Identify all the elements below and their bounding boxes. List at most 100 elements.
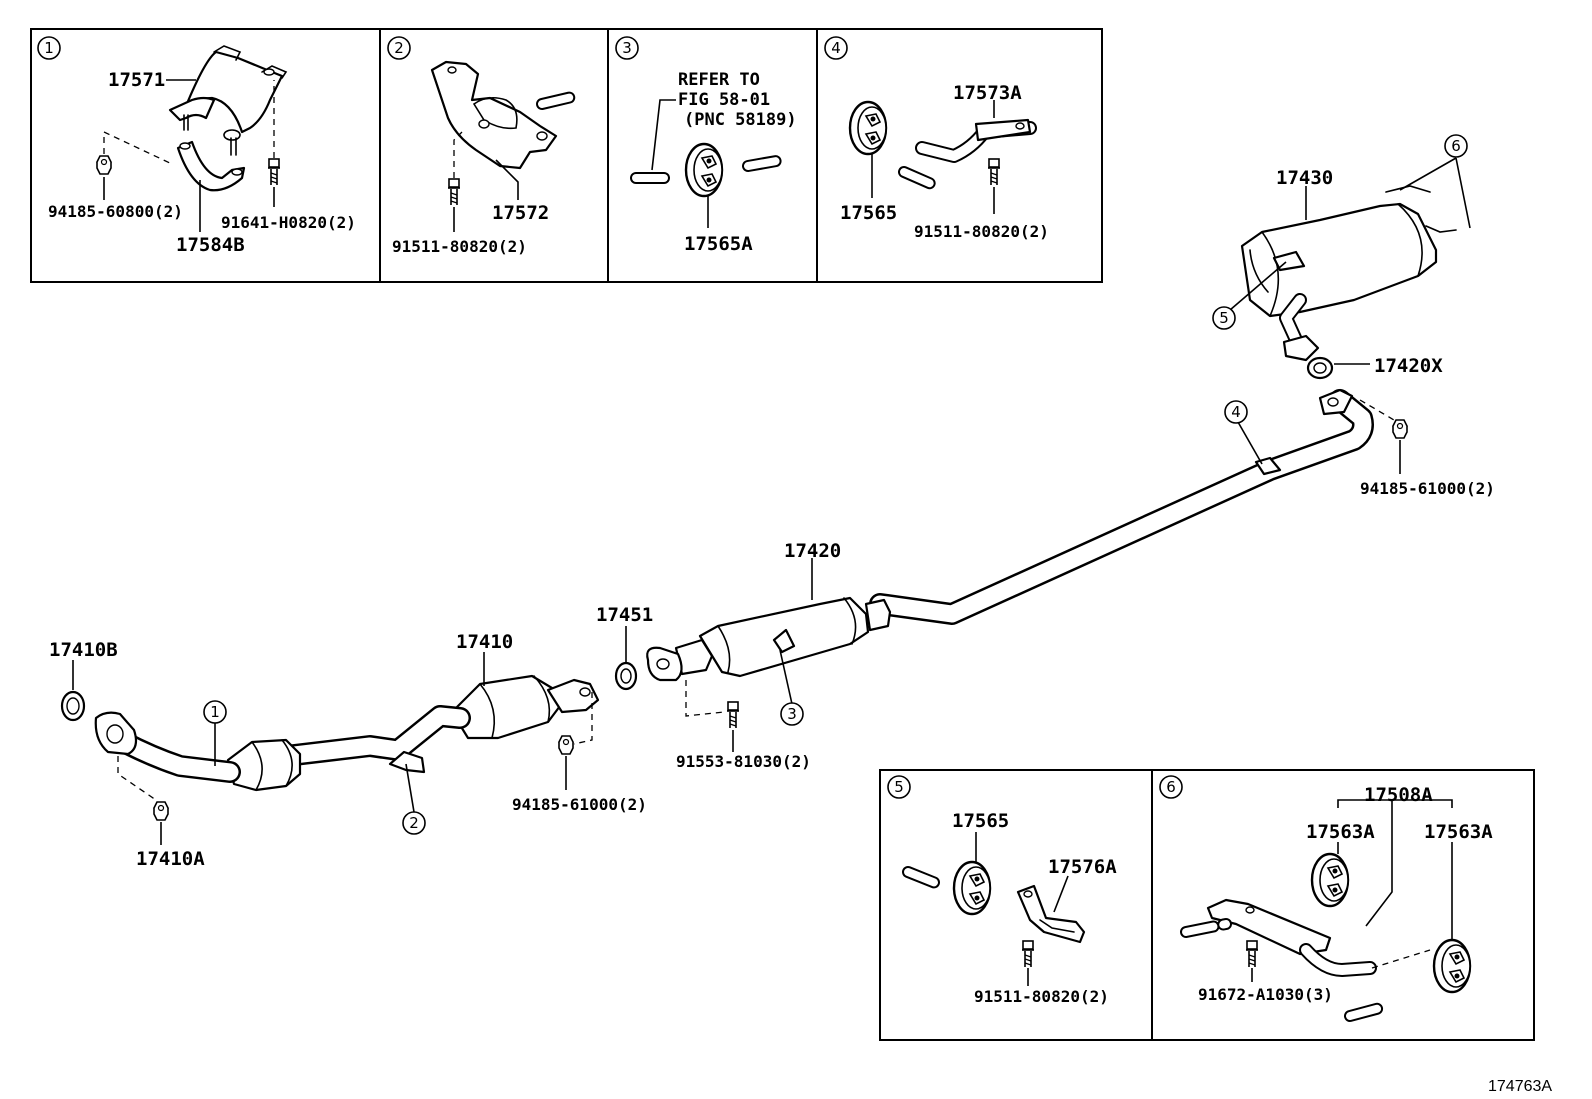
detail-box-2: 2 17572 91511-80820(2) xyxy=(387,36,582,256)
pipe-stub-illustration xyxy=(1180,918,1386,1022)
callout-1: 1 xyxy=(210,703,220,721)
part-label-17430: 17430 xyxy=(1276,167,1333,189)
illustration-id: 174763A xyxy=(1488,1078,1552,1095)
callout-6: 6 xyxy=(1451,137,1461,155)
top-detail-panel xyxy=(30,28,1103,283)
part-label-17573a: 17573A xyxy=(953,82,1022,104)
detail-box-4: 4 17573A 17565 91511-80820(2) xyxy=(824,36,1049,241)
pipe-stub-illustration xyxy=(902,866,944,890)
nut-94185-61000-rear xyxy=(1392,419,1408,439)
tail-pipe-17420 xyxy=(869,388,1374,625)
callout-badge-2 xyxy=(402,811,426,835)
box-number: 6 xyxy=(1166,778,1176,796)
callout-3: 3 xyxy=(787,705,797,723)
bracket-17573a-illustration xyxy=(915,118,1037,163)
box-number-badge xyxy=(824,36,848,60)
detail-box-3: 3 REFER TO FIG 58-01 (PNC 58189) 17565A xyxy=(615,36,797,255)
bolt-91641-h0820 xyxy=(267,158,281,186)
ring-17420x xyxy=(1306,356,1334,380)
box-number: 3 xyxy=(622,39,632,57)
detail-box-6: 6 17508A 17563A 17563A 91672-A1030(3) xyxy=(1159,775,1493,1022)
part-label-17565a: 17565A xyxy=(684,233,753,255)
bottom-detail-panel xyxy=(879,769,1535,1041)
gasket-17410b xyxy=(60,690,86,722)
hanger-17563a-right xyxy=(1432,938,1472,994)
pipe-stub-illustration xyxy=(536,90,582,110)
part-label-91553-81030: 91553-81030(2) xyxy=(676,752,811,771)
hanger-17565 xyxy=(848,100,888,156)
reference-note-line-3: (PNC 58189) xyxy=(684,110,797,130)
box-number-badge xyxy=(1159,775,1183,799)
detail-box-5: 5 17565 17576A 91511-80820(2) xyxy=(887,775,1117,1006)
callout-5: 5 xyxy=(1219,309,1229,327)
reference-note-line-2: FIG 58-01 xyxy=(678,90,770,110)
part-label-94185-61000-rear: 94185-61000(2) xyxy=(1360,479,1495,498)
part-label-94185-61000-front: 94185-61000(2) xyxy=(512,795,647,814)
callout-badge-4 xyxy=(1224,400,1248,424)
muffler-17430 xyxy=(1240,185,1457,362)
hanger-17565a xyxy=(684,142,724,198)
hanger-17565 xyxy=(952,860,992,916)
bolt-91553-81030 xyxy=(726,701,740,729)
part-label-94185-60800: 94185-60800(2) xyxy=(48,202,183,221)
part-label-17584b: 17584B xyxy=(176,234,245,256)
bracket-17576a-illustration xyxy=(1016,884,1086,944)
box-number: 5 xyxy=(894,778,904,796)
main-callouts: 6 5 4 3 1 2 xyxy=(203,134,1468,835)
callout-badge-6 xyxy=(1444,134,1468,158)
part-label-17410a: 17410A xyxy=(136,848,205,870)
pipe-stub-illustration xyxy=(898,166,942,192)
callout-4: 4 xyxy=(1231,403,1241,421)
callout-badge-5 xyxy=(1212,306,1236,330)
box-number-badge xyxy=(887,775,911,799)
part-label-17410b: 17410B xyxy=(49,639,118,661)
nut-94185-60800 xyxy=(96,155,112,175)
main-exhaust-assembly xyxy=(60,157,1471,845)
callout-badge-1 xyxy=(203,700,227,724)
bracket-17572-illustration xyxy=(430,60,558,170)
part-label-91511-80820: 91511-80820(2) xyxy=(392,237,527,256)
part-label-17572: 17572 xyxy=(492,202,549,224)
part-label-17576a: 17576A xyxy=(1048,856,1117,878)
part-label-17563a-right: 17563A xyxy=(1424,821,1493,843)
bolt-91511-80820 xyxy=(987,158,1001,186)
part-label-17571: 17571 xyxy=(108,69,165,91)
bolt-91511-80820 xyxy=(447,178,461,206)
part-label-17565: 17565 xyxy=(952,810,1009,832)
part-label-91672-a1030: 91672-A1030(3) xyxy=(1198,985,1333,1004)
pipe-stub-illustration xyxy=(630,154,788,184)
part-label-17563a-left: 17563A xyxy=(1306,821,1375,843)
bolt-91672-a1030 xyxy=(1245,940,1259,968)
nut-94185-61000-front xyxy=(558,735,574,755)
part-label-91511-80820: 91511-80820(2) xyxy=(974,987,1109,1006)
gasket-17451 xyxy=(614,661,638,691)
part-label-17420x: 17420X xyxy=(1374,355,1443,377)
band-17584b-illustration xyxy=(176,140,246,192)
hanger-17563a-left xyxy=(1310,852,1350,908)
nut-17410a xyxy=(153,801,169,821)
box-number-badge xyxy=(615,36,639,60)
converter-17420 xyxy=(646,596,892,682)
box-number-badge xyxy=(387,36,411,60)
part-label-17565: 17565 xyxy=(840,202,897,224)
detail-box-1: 1 17571 94185-60800(2) 17584B 91641-H082… xyxy=(37,36,356,256)
converter-17410 xyxy=(94,674,600,792)
main-part-labels: 17430 17420X 94185-61000(2) 17420 17451 … xyxy=(49,167,1495,870)
reference-note-line-1: REFER TO xyxy=(678,70,760,90)
part-label-91641-h0820: 91641-H0820(2) xyxy=(221,213,356,232)
part-label-17420: 17420 xyxy=(784,540,841,562)
part-label-17451: 17451 xyxy=(596,604,653,626)
part-label-17410: 17410 xyxy=(456,631,513,653)
box-number-badge xyxy=(37,36,61,60)
callout-2: 2 xyxy=(409,814,419,832)
bracket-17571-illustration xyxy=(168,45,288,156)
box-number: 1 xyxy=(44,39,54,57)
part-label-17508a: 17508A xyxy=(1364,784,1433,806)
part-label-91511-80820: 91511-80820(2) xyxy=(914,222,1049,241)
bolt-91511-80820 xyxy=(1021,940,1035,968)
callout-badge-3 xyxy=(780,702,804,726)
bracket-17508a-illustration xyxy=(1206,898,1377,977)
box-number: 4 xyxy=(831,39,841,57)
box-number: 2 xyxy=(394,39,404,57)
